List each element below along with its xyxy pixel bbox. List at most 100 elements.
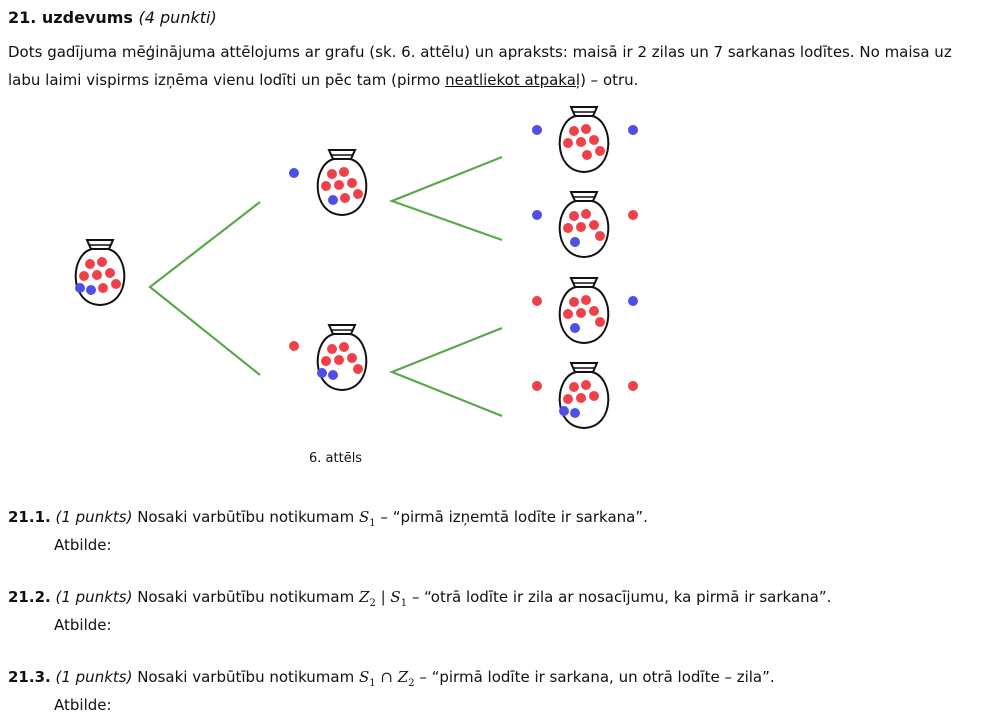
tree-bags xyxy=(74,106,638,430)
bag-second-2 xyxy=(558,191,610,259)
question-lead: Nosaki varbūtību notikumam xyxy=(132,508,359,526)
blue-ball xyxy=(328,195,338,205)
red-ball xyxy=(327,344,337,354)
blue-ball xyxy=(75,283,85,293)
answer-label-21-2: Atbilde: xyxy=(54,616,112,634)
bag-second-1 xyxy=(558,106,610,174)
question-number: 21.2. xyxy=(8,588,51,606)
blue-ball xyxy=(559,406,569,416)
red-ball xyxy=(576,308,586,318)
drawn-ball-first xyxy=(532,296,542,306)
question-description: – “pirmā lodīte ir sarkana, un otrā lodī… xyxy=(414,668,775,686)
blue-ball xyxy=(328,370,338,380)
question-number: 21.1. xyxy=(8,508,51,526)
red-ball xyxy=(353,189,363,199)
red-ball xyxy=(581,380,591,390)
red-ball xyxy=(327,169,337,179)
question-lead: Nosaki varbūtību notikumam xyxy=(132,588,359,606)
blue-ball xyxy=(86,285,96,295)
bag-first-red xyxy=(316,324,368,392)
task-title: 21. uzdevums (4 punkti) xyxy=(8,8,217,27)
drawn-ball-second xyxy=(628,381,638,391)
red-ball xyxy=(563,309,573,319)
tree-branch xyxy=(148,201,261,376)
red-ball xyxy=(595,146,605,156)
figure-caption: 6. attēls xyxy=(309,451,363,466)
event-symbol: S1 ∩ Z2 xyxy=(359,668,415,689)
red-ball xyxy=(581,295,591,305)
intro-underlined: neatliekot atpakaļ xyxy=(445,71,581,89)
bag-second-3 xyxy=(558,277,610,345)
red-ball xyxy=(563,223,573,233)
red-ball xyxy=(98,283,108,293)
drawn-ball-first xyxy=(532,381,542,391)
red-ball xyxy=(353,364,363,374)
red-ball xyxy=(569,126,579,136)
question-21-3: 21.3. (1 punkts) Nosaki varbūtību notiku… xyxy=(8,668,775,689)
intro-text-2: ) – otru. xyxy=(580,71,639,89)
task-points: (4 punkti) xyxy=(138,8,217,27)
red-ball xyxy=(563,138,573,148)
red-ball xyxy=(111,279,121,289)
blue-ball xyxy=(570,323,580,333)
red-ball xyxy=(595,317,605,327)
question-21-2: 21.2. (1 punkts) Nosaki varbūtību notiku… xyxy=(8,588,831,609)
drawn-ball-first xyxy=(289,341,299,351)
red-ball xyxy=(576,222,586,232)
red-ball xyxy=(321,356,331,366)
red-ball xyxy=(595,231,605,241)
question-description: – “pirmā izņemtā lodīte ir sarkana”. xyxy=(375,508,648,526)
event-symbol: S1 xyxy=(359,508,376,529)
blue-ball xyxy=(317,368,327,378)
red-ball xyxy=(85,259,95,269)
probability-tree-figure xyxy=(74,106,638,430)
red-ball xyxy=(339,342,349,352)
bag-root xyxy=(74,239,126,307)
event-symbol: Z2 | S1 xyxy=(359,588,408,609)
red-ball xyxy=(569,297,579,307)
red-ball xyxy=(334,355,344,365)
drawn-ball-first xyxy=(289,168,299,178)
red-ball xyxy=(340,193,350,203)
question-lead: Nosaki varbūtību notikumam xyxy=(132,668,359,686)
question-points: (1 punkts) xyxy=(55,508,133,526)
red-ball xyxy=(347,353,357,363)
red-ball xyxy=(569,382,579,392)
intro-text-1: Dots gadījuma mēģinājuma attēlojums ar g… xyxy=(8,43,952,89)
answer-label-21-1: Atbilde: xyxy=(54,536,112,554)
red-ball xyxy=(581,124,591,134)
red-ball xyxy=(334,180,344,190)
red-ball xyxy=(576,137,586,147)
drawn-ball-first xyxy=(532,125,542,135)
drawn-ball-first xyxy=(532,210,542,220)
red-ball xyxy=(589,391,599,401)
tree-branches xyxy=(148,155,503,418)
red-ball xyxy=(589,135,599,145)
drawn-ball-second xyxy=(628,210,638,220)
question-number: 21.3. xyxy=(8,668,51,686)
task-number: 21. uzdevums xyxy=(8,8,133,27)
drawn-ball-second xyxy=(628,125,638,135)
tree-branch xyxy=(388,155,503,242)
task-description: Dots gadījuma mēģinājuma attēlojums ar g… xyxy=(8,38,973,94)
red-ball xyxy=(589,306,599,316)
red-ball xyxy=(563,394,573,404)
blue-ball xyxy=(570,408,580,418)
answer-label-21-3: Atbilde: xyxy=(54,696,112,714)
red-ball xyxy=(347,178,357,188)
bag-first-blue xyxy=(316,149,368,217)
question-points: (1 punkts) xyxy=(55,588,133,606)
blue-ball xyxy=(570,237,580,247)
red-ball xyxy=(582,150,592,160)
drawn-ball-second xyxy=(628,296,638,306)
red-ball xyxy=(92,270,102,280)
red-ball xyxy=(321,181,331,191)
red-ball xyxy=(581,209,591,219)
question-description: – “otrā lodīte ir zila ar nosacījumu, ka… xyxy=(407,588,832,606)
red-ball xyxy=(79,271,89,281)
tree-branch xyxy=(389,326,503,418)
bag-second-4 xyxy=(558,362,610,430)
red-ball xyxy=(339,167,349,177)
red-ball xyxy=(569,211,579,221)
red-ball xyxy=(105,268,115,278)
